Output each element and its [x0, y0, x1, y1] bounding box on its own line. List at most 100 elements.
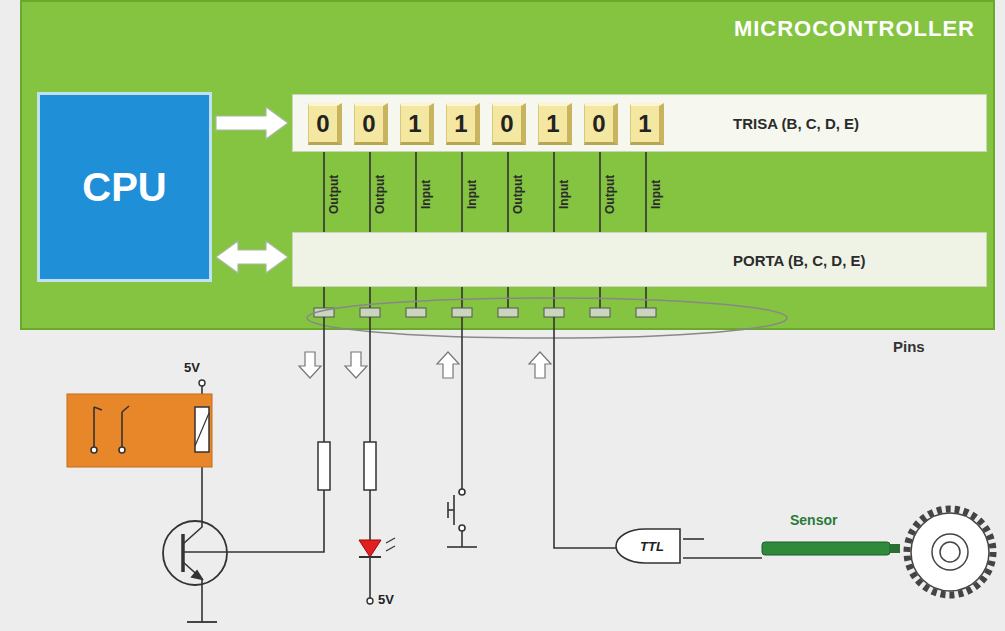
- relay-symbol: [121, 412, 123, 447]
- direction-label: Input: [465, 180, 479, 209]
- direction-label: Output: [511, 175, 525, 214]
- register-bit: 0: [354, 103, 388, 145]
- gear-wheel: [911, 513, 989, 591]
- led-symbol: [386, 546, 395, 551]
- direction-line: [553, 152, 555, 239]
- direction-arrow: [299, 352, 321, 378]
- relay-symbol: [195, 413, 209, 446]
- register-name: PORTA (B, C, D, E): [733, 251, 866, 268]
- gear-wheel: [932, 534, 968, 570]
- pin: [590, 308, 610, 317]
- relay-symbol: [91, 406, 129, 453]
- gate-label: TTL: [640, 539, 664, 554]
- wire: [369, 317, 371, 540]
- microcontroller-panel: MICROCONTROLLER CPU TRISA (B, C, D, E) 0 0 1 1…: [20, 0, 995, 330]
- resistor-symbol: [318, 442, 376, 490]
- voltage-label: 5V: [184, 360, 200, 375]
- bit-value: 0: [592, 110, 605, 138]
- relay-symbol: [94, 407, 102, 410]
- relay-symbol: [119, 447, 125, 453]
- wire: [683, 538, 704, 540]
- direction-line: [507, 152, 509, 239]
- relay-symbol: [67, 394, 212, 467]
- direction-line: [323, 152, 325, 239]
- bit-value: 1: [546, 110, 559, 138]
- wire: [554, 317, 618, 548]
- led-symbol: [359, 540, 381, 557]
- register-bit: 1: [400, 103, 434, 145]
- bus-arrow: [216, 241, 288, 273]
- register-name: TRISA (B, C, D, E): [733, 115, 859, 132]
- bit-value: 0: [316, 110, 329, 138]
- pins-ellipse: [307, 298, 787, 338]
- resistor-symbol: [318, 442, 330, 490]
- bit-value: 1: [638, 110, 651, 138]
- ttl-gate: TTL: [615, 528, 681, 564]
- pushbutton-symbol: [459, 489, 465, 495]
- relay-symbol: [67, 380, 212, 467]
- direction-arrow: [437, 352, 459, 378]
- register-bit: 1: [630, 103, 664, 145]
- wire: [369, 557, 371, 598]
- transistor-symbol: [187, 621, 217, 623]
- wire: [461, 531, 463, 547]
- relay-symbol: [91, 447, 97, 453]
- bit-value: 0: [500, 110, 513, 138]
- wire: [183, 562, 202, 622]
- cpu-box: CPU: [37, 92, 212, 282]
- bit-value: 1: [454, 110, 467, 138]
- register-bit: 1: [538, 103, 572, 145]
- transistor-symbol: [192, 571, 202, 579]
- sensor-symbol: [762, 542, 900, 555]
- transistor-symbol: [163, 521, 227, 622]
- register-bit: 0: [308, 103, 342, 145]
- gate-outline: [616, 529, 680, 563]
- sensor-symbol: [890, 544, 900, 553]
- direction-line: [461, 152, 463, 239]
- panel-title: MICROCONTROLLER: [734, 16, 975, 42]
- direction-line: [645, 152, 647, 239]
- pushbutton-symbol: [447, 489, 477, 547]
- register-bit: 1: [446, 103, 480, 145]
- register-band: TRISA (B, C, D, E) 0 0 1 1 0 1 0 1: [292, 94, 987, 152]
- pin: [498, 308, 518, 317]
- register-bit: 0: [584, 103, 618, 145]
- bit-value: 0: [362, 110, 375, 138]
- pushbutton-symbol: [459, 525, 465, 531]
- relay-symbol: [195, 407, 209, 452]
- direction-line: [599, 152, 601, 239]
- pushbutton-symbol: [447, 502, 449, 518]
- pin: [406, 308, 426, 317]
- pin: [452, 308, 472, 317]
- resistor-symbol: [364, 442, 376, 490]
- gear-wheel: [907, 509, 993, 595]
- direction-line: [324, 152, 646, 239]
- wire: [183, 317, 762, 622]
- pushbutton-symbol: [447, 546, 477, 548]
- direction-label: Input: [419, 180, 433, 209]
- direction-label: Output: [327, 175, 341, 214]
- direction-arrow: [299, 352, 551, 378]
- direction-label: Input: [557, 180, 571, 209]
- direction-label: Input: [649, 180, 663, 209]
- bit-value: 1: [408, 110, 421, 138]
- transistor-symbol: [181, 534, 185, 572]
- pin: [314, 308, 656, 317]
- pin: [636, 308, 656, 317]
- bus-arrow: [216, 107, 288, 139]
- direction-arrow: [345, 352, 367, 378]
- cpu-label: CPU: [82, 165, 166, 210]
- direction-label: Output: [603, 175, 617, 214]
- led-symbol: [359, 556, 381, 558]
- wire: [683, 557, 762, 559]
- sensor-symbol: [762, 542, 890, 555]
- register-bit: 0: [492, 103, 526, 145]
- gear-wheel: [907, 509, 993, 595]
- gear-wheel: [940, 542, 960, 562]
- relay-symbol: [122, 406, 129, 412]
- relay-symbol: [199, 380, 205, 386]
- led-symbol: [367, 598, 373, 604]
- direction-label: Output: [373, 175, 387, 214]
- direction-line: [415, 152, 417, 239]
- relay-symbol: [93, 407, 95, 447]
